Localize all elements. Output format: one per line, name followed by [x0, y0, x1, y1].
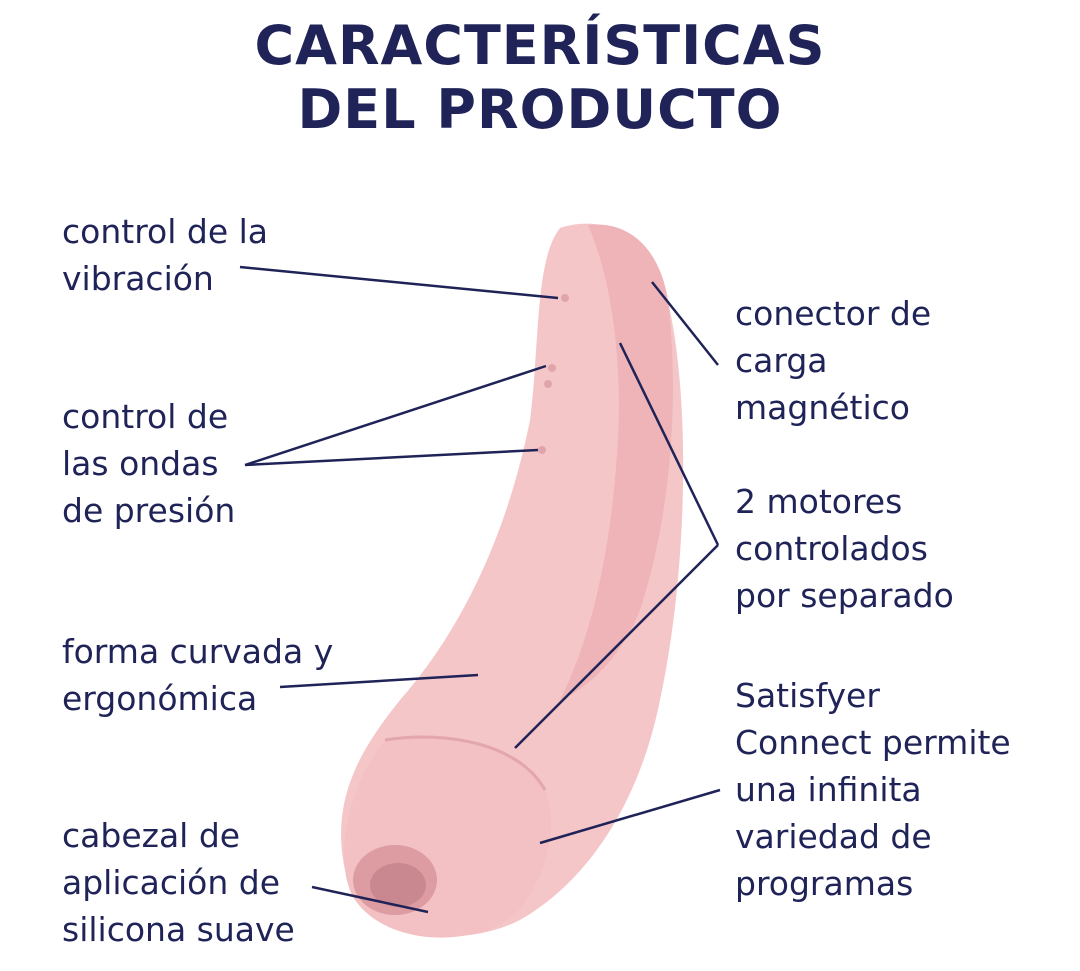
label-line: programas — [735, 864, 914, 903]
label-line: forma curvada y — [62, 632, 334, 671]
label-app-connect: Satisfyer Connect permite una infinita v… — [735, 672, 1011, 907]
label-line: una infinita — [735, 770, 922, 809]
button-wave-bottom — [538, 446, 546, 454]
title-line-1: CARACTERÍSTICAS — [254, 14, 826, 77]
callout-lines — [239, 265, 721, 914]
label-silicone-head: cabezal de aplicación de silicona suave — [62, 812, 295, 953]
callout-wave-b — [244, 448, 539, 467]
label-line: conector de — [735, 294, 932, 333]
label-two-motors: 2 motores controlados por separado — [735, 478, 954, 619]
label-pressure-wave-control: control de las ondas de presión — [62, 393, 235, 534]
label-line: control de la — [62, 212, 269, 251]
label-line: de presión — [62, 491, 236, 530]
label-line: carga — [735, 341, 828, 380]
label-line: magnético — [735, 388, 910, 427]
label-line: control de — [62, 397, 229, 436]
label-line: por separado — [735, 576, 954, 615]
button-wave-middle — [544, 380, 552, 388]
label-line: vibración — [62, 259, 214, 298]
label-line: Satisfyer — [735, 676, 880, 715]
button-vibration — [561, 294, 569, 302]
page-title: CARACTERÍSTICAS DEL PRODUCTO — [0, 14, 1080, 142]
label-line: 2 motores — [735, 482, 903, 521]
product-top-layer — [560, 224, 673, 701]
label-line: las ondas — [62, 444, 219, 483]
callout-vibration — [239, 265, 559, 300]
callout-motors-a — [618, 342, 720, 546]
callout-head — [311, 885, 429, 914]
label-line: aplicación de — [62, 863, 281, 902]
label-curved-shape: forma curvada y ergonómica — [62, 628, 333, 722]
label-line: Connect permite — [735, 723, 1011, 762]
callout-curved — [279, 673, 479, 689]
label-vibration-control: control de la vibración — [62, 208, 268, 302]
label-line: controlados — [735, 529, 928, 568]
callout-magnetic — [651, 281, 719, 366]
suction-opening-inner — [370, 863, 426, 907]
label-line: ergonómica — [62, 679, 258, 718]
callout-motors-b — [514, 544, 719, 749]
callout-app — [539, 788, 721, 845]
label-magnetic-charger: conector de carga magnético — [735, 290, 931, 431]
head-cap-seam — [384, 735, 547, 791]
label-line: cabezal de — [62, 816, 241, 855]
button-wave-top — [548, 364, 556, 372]
label-line: silicona suave — [62, 910, 295, 949]
title-line-2: DEL PRODUCTO — [297, 78, 783, 141]
callout-wave-a — [244, 364, 547, 467]
label-line: variedad de — [735, 817, 932, 856]
